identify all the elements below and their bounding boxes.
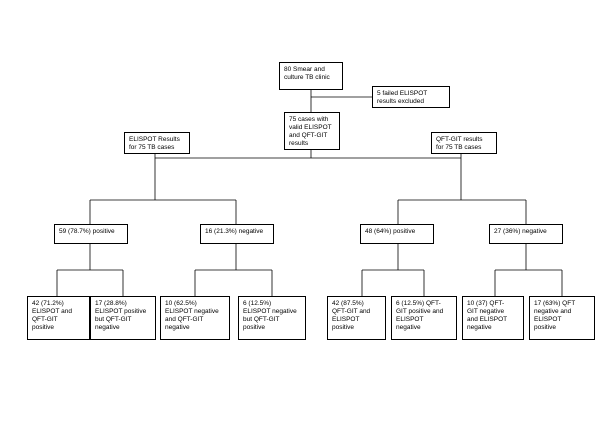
node-leaf-6: 6 (12.5%) QFT- GIT positive and ELISPOT … — [391, 296, 457, 340]
node-valid-text: 75 cases with valid ELISPOT and QFT-GIT … — [289, 116, 332, 148]
node-leaf-8-text: 17 (63%) QFT negative and ELISPOT positi… — [534, 300, 576, 332]
node-leaf-5: 42 (87.5%) QFT-GIT and ELISPOT positive — [327, 296, 386, 340]
node-leaf-2-text: 17 (28.8%) ELISPOT positive but QFT-GIT … — [95, 300, 147, 332]
node-excluded-text: 5 failed ELISPOT results excluded — [377, 90, 428, 106]
node-qft-negative: 27 (36%) negative — [489, 224, 563, 244]
node-elispot-positive: 59 (78.7%) positive — [54, 224, 128, 244]
node-qft-results-text: QFT-GIT results for 75 TB cases — [436, 136, 483, 152]
node-elispot-results-text: ELISPOT Results for 75 TB cases — [129, 136, 180, 152]
node-elispot-results: ELISPOT Results for 75 TB cases — [124, 132, 190, 154]
node-leaf-1-text: 42 (71.2%) ELISPOT and QFT-GIT positive — [32, 300, 72, 332]
node-qft-negative-text: 27 (36%) negative — [494, 228, 547, 235]
node-elispot-negative: 16 (21.3%) negative — [200, 224, 274, 244]
node-leaf-3-text: 10 (62.5%) ELISPOT negative and QFT-GIT … — [165, 300, 219, 332]
node-qft-results: QFT-GIT results for 75 TB cases — [431, 132, 497, 154]
node-leaf-7-text: 10 (37) QFT- GIT negative and ELISPOT ne… — [467, 300, 508, 332]
node-leaf-5-text: 42 (87.5%) QFT-GIT and ELISPOT positive — [332, 300, 371, 332]
node-valid: 75 cases with valid ELISPOT and QFT-GIT … — [284, 112, 340, 150]
node-leaf-4: 6 (12.5%) ELISPOT negative but QFT-GIT p… — [238, 296, 306, 340]
node-leaf-4-text: 6 (12.5%) ELISPOT negative but QFT-GIT p… — [243, 300, 297, 332]
node-qft-positive-text: 48 (64%) positive — [365, 228, 416, 235]
node-leaf-6-text: 6 (12.5%) QFT- GIT positive and ELISPOT … — [396, 300, 444, 332]
node-leaf-2: 17 (28.8%) ELISPOT positive but QFT-GIT … — [90, 296, 156, 340]
node-qft-positive: 48 (64%) positive — [360, 224, 434, 244]
node-leaf-8: 17 (63%) QFT negative and ELISPOT positi… — [529, 296, 595, 340]
node-leaf-7: 10 (37) QFT- GIT negative and ELISPOT ne… — [462, 296, 524, 340]
node-root-text: 80 Smear and culture TB clinic — [284, 66, 330, 82]
node-excluded: 5 failed ELISPOT results excluded — [372, 86, 450, 108]
node-elispot-negative-text: 16 (21.3%) negative — [205, 228, 264, 235]
node-leaf-1: 42 (71.2%) ELISPOT and QFT-GIT positive — [27, 296, 90, 340]
node-leaf-3: 10 (62.5%) ELISPOT negative and QFT-GIT … — [160, 296, 230, 340]
node-elispot-positive-text: 59 (78.7%) positive — [59, 228, 115, 235]
node-root: 80 Smear and culture TB clinic — [279, 62, 343, 90]
